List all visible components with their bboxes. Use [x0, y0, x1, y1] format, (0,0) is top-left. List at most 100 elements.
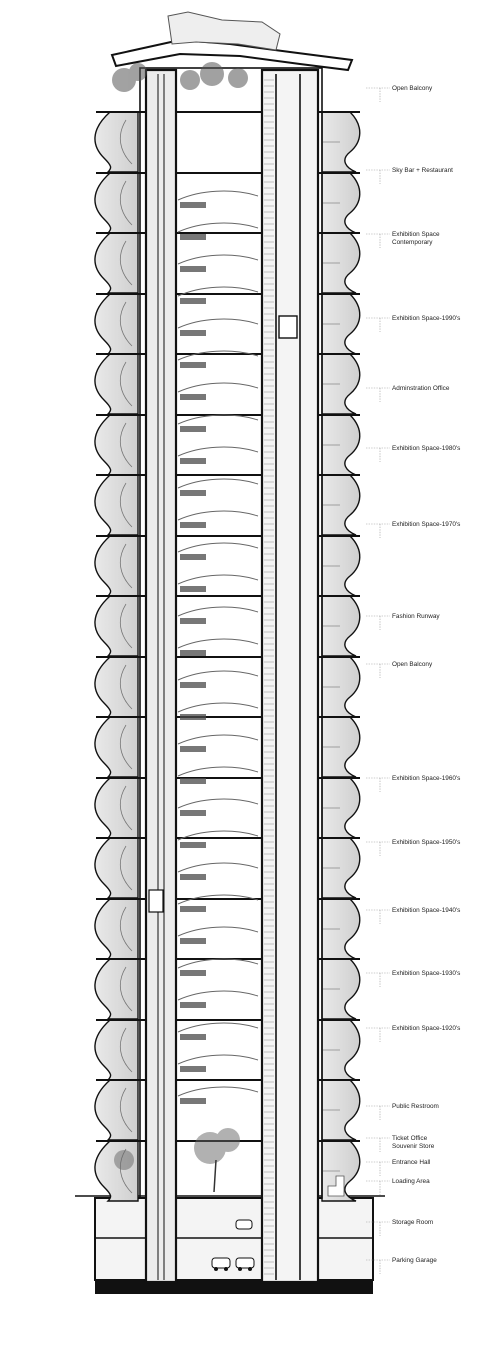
- right-facade: [321, 111, 361, 1202]
- annotation-label: Exhibition Space-1970's: [366, 521, 460, 538]
- label-text: Adminstration Office: [392, 385, 450, 392]
- ground-tree: [114, 1128, 240, 1170]
- left-facade-fin: [94, 1079, 139, 1141]
- right-facade-fin: [321, 716, 361, 778]
- label-text: Open Balcony: [392, 661, 433, 668]
- left-fin-curve: [119, 1027, 133, 1073]
- left-facade-fin: [94, 716, 139, 778]
- label-text: Open Balcony: [392, 85, 433, 92]
- right-facade-fin: [321, 172, 361, 234]
- ramp-curve: [177, 894, 259, 905]
- label-text: Loading Area: [392, 1178, 430, 1185]
- ramp-curve: [177, 702, 259, 713]
- right-facade-fin: [321, 656, 361, 718]
- ramp-landing: [180, 330, 206, 336]
- right-facade-fin: [321, 898, 361, 960]
- annotation-label: Exhibition Space-1940's: [366, 907, 460, 924]
- right-facade-fin: [321, 293, 361, 355]
- left-fin-curve: [119, 119, 133, 165]
- left-fin-curve: [119, 845, 133, 891]
- ramp-landing: [180, 1034, 206, 1040]
- ramp-landing: [180, 906, 206, 912]
- right-facade-fin: [321, 595, 361, 657]
- ramp-curve: [177, 958, 259, 969]
- ramp-curve: [177, 222, 259, 233]
- label-text: Exhibition Space-1940's: [392, 907, 460, 914]
- annotation-label: Storage Room: [366, 1219, 433, 1236]
- ramp-curve: [177, 414, 259, 425]
- right-facade-fin: [321, 111, 361, 173]
- left-fin-curve: [119, 482, 133, 528]
- ramp-landing: [180, 874, 206, 880]
- annotation-label: Open Balcony: [366, 661, 433, 678]
- left-fin-curve: [119, 664, 133, 710]
- parked-cars: [211, 1219, 255, 1271]
- ramp-landing: [180, 522, 206, 528]
- label-text: Storage Room: [392, 1219, 433, 1226]
- ramp-curve: [177, 798, 259, 809]
- foundation: [95, 1280, 373, 1294]
- ramp-landing: [180, 746, 206, 752]
- right-facade-fin: [321, 353, 361, 415]
- right-facade-fin: [321, 535, 361, 597]
- ramp-curve: [177, 606, 259, 617]
- left-facade-fin: [94, 474, 139, 536]
- label-text: Exhibition Space-1990's: [392, 315, 460, 322]
- ramp-landing: [180, 586, 206, 592]
- label-text: Exhibition Space-1950's: [392, 839, 460, 846]
- right-facade-fin: [321, 1079, 361, 1141]
- ramp-curve: [177, 574, 259, 585]
- label-text: Contemporary: [392, 239, 433, 246]
- label-text: Exhibition Space-1970's: [392, 521, 460, 528]
- ramp-landing: [180, 1066, 206, 1072]
- right-facade-fin: [321, 1019, 361, 1081]
- ramp-landing: [180, 1098, 206, 1104]
- annotation-label: Adminstration Office: [366, 385, 450, 402]
- left-fin-curve: [119, 240, 133, 286]
- basement: [94, 1197, 374, 1281]
- ramp-curve: [177, 766, 259, 777]
- annotation-label: Exhibition Space-1950's: [366, 839, 460, 856]
- left-fin-curve: [119, 543, 133, 589]
- left-facade-fin: [94, 353, 139, 415]
- ramp-landing: [180, 682, 206, 688]
- label-text: Exhibition Space-1960's: [392, 775, 460, 782]
- annotation-label: Sky Bar + Restaurant: [366, 167, 453, 184]
- ramp-landing: [180, 298, 206, 304]
- ramp-curve: [177, 1054, 259, 1065]
- left-fin-curve: [119, 724, 133, 770]
- left-fin-curve: [119, 966, 133, 1012]
- annotation-label: Entrance Hall: [366, 1159, 430, 1176]
- ramp-curve: [177, 670, 259, 681]
- ramp-curve: [177, 542, 259, 553]
- annotation-label: Exhibition Space-1920's: [366, 1025, 460, 1042]
- left-fin-curve: [119, 361, 133, 407]
- right-facade-fin: [321, 958, 361, 1020]
- left-fin-curve: [119, 785, 133, 831]
- annotation-label: Fashion Runway: [366, 613, 440, 630]
- left-fin-curve: [119, 1087, 133, 1133]
- label-text: Parking Garage: [392, 1257, 437, 1264]
- tree-trunk: [213, 1159, 217, 1193]
- label-text: Public Restroom: [392, 1103, 439, 1110]
- ramp-curve: [177, 638, 259, 649]
- ramp-landing: [180, 842, 206, 848]
- left-facade-fin: [94, 958, 139, 1020]
- ramp-curve: [177, 862, 259, 873]
- left-core: [144, 68, 178, 1284]
- ramp-landing: [180, 554, 206, 560]
- ramp-curve: [177, 446, 259, 457]
- ramp-curve: [177, 1022, 259, 1033]
- roof-trees: [112, 62, 248, 92]
- annotation-label: Parking Garage: [366, 1257, 437, 1274]
- label-text: Exhibition Space: [392, 231, 440, 238]
- ramp-landing: [180, 938, 206, 944]
- label-text: Ticket Office: [392, 1135, 428, 1142]
- exhibition-ramps: [177, 190, 259, 1104]
- ramp-landing: [180, 490, 206, 496]
- ramp-curve: [177, 1086, 259, 1097]
